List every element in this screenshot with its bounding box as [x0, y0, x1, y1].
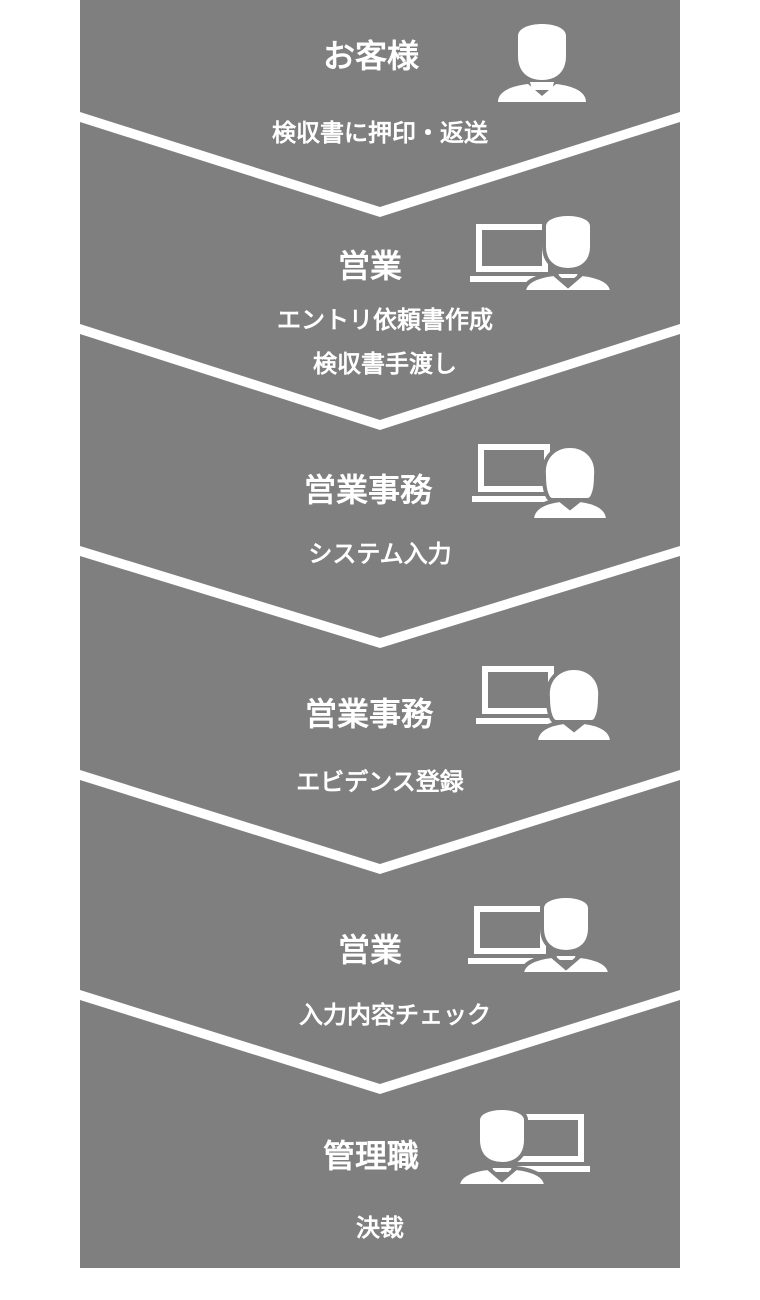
step-3-task-1: システム入力: [308, 540, 452, 568]
step-2-task-1: エントリ依頼書作成: [277, 306, 493, 334]
panel-5: [80, 780, 680, 1084]
step-5-role: 営業: [338, 931, 403, 969]
step-3-role: 営業事務: [304, 471, 433, 509]
panel-6: [80, 1000, 680, 1268]
step-2-task-2: 検収書手渡し: [313, 350, 457, 378]
step-2-role: 営業: [338, 247, 403, 285]
step-4-task-1: エビデンス登録: [296, 768, 464, 796]
step-1-task-1: 検収書に押印・返送: [272, 119, 488, 147]
step-4-role: 営業事務: [305, 695, 434, 733]
step-6-role: 管理職: [323, 1137, 420, 1175]
panel-2: [80, 122, 680, 420]
step-6-task-1: 決裁: [356, 1214, 404, 1242]
step-1-role: お客様: [323, 37, 420, 75]
panel-4: [80, 556, 680, 864]
panel-3: [80, 334, 680, 638]
step-5-task-1: 入力内容チェック: [299, 1001, 491, 1029]
